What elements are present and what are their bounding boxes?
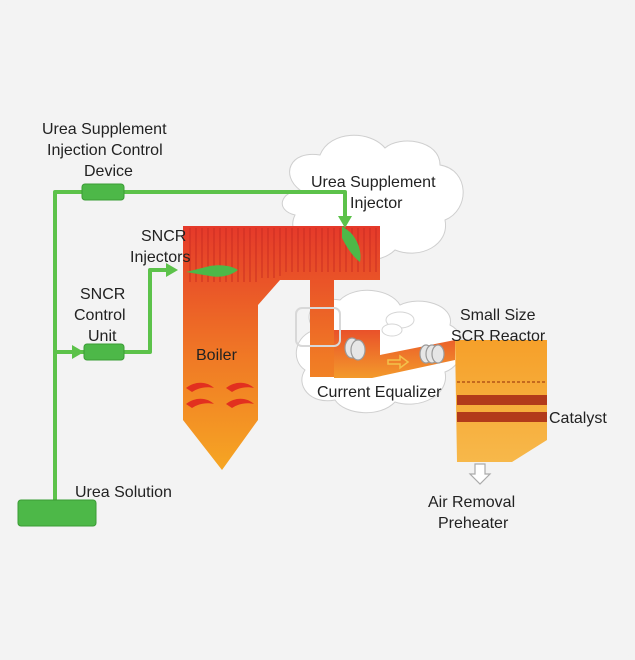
urea-pipes [53,190,347,502]
equalizer-coil-right [419,344,445,364]
outlet-arrow-icon [468,463,492,485]
boiler-tubes [189,228,377,282]
catalyst-layers [457,381,547,422]
boiler-body [183,226,380,470]
label-air-removal-2: Preheater [438,515,509,532]
urea-injector-spray-icon [342,226,361,262]
label-urea-supplement-control-2: Injection Control [47,142,163,159]
urea-supplement-control-device [81,183,125,201]
label-sncr-control-unit-3: Unit [88,328,117,345]
pipe-arrowheads [72,216,352,359]
label-sncr-control-unit-2: Control [74,307,126,324]
label-small-scr-1: Small Size [460,307,536,324]
label-urea-supplement-control-1: Urea Supplement [42,121,167,138]
burner-flames-icon [186,382,254,408]
label-boiler: Boiler [196,347,237,364]
label-small-scr-2: SCR Reactor [451,328,546,345]
label-catalyst: Catalyst [549,410,607,427]
label-sncr-injectors-2: Injectors [130,249,191,266]
label-urea-supplement-control-3: Device [84,163,133,180]
equalizer-coil-left [344,337,366,361]
label-current-equalizer: Current Equalizer [317,384,442,401]
watermark-icon [295,307,341,347]
sncr-injector-spray-icon [186,265,238,277]
label-urea-supplement-injector-1: Urea Supplement [311,174,436,191]
sncr-control-unit [83,343,125,361]
label-air-removal-1: Air Removal [428,494,516,511]
label-sncr-control-unit-1: SNCR [80,286,126,303]
label-urea-supplement-injector-2: Injector [350,195,403,212]
cloud-small [381,311,415,337]
label-urea-solution: Urea Solution [75,484,172,501]
flue-duct [334,330,455,378]
label-sncr-injectors-1: SNCR [141,228,187,245]
flow-arrow-icon [387,354,410,370]
urea-solution-tank [17,499,97,527]
